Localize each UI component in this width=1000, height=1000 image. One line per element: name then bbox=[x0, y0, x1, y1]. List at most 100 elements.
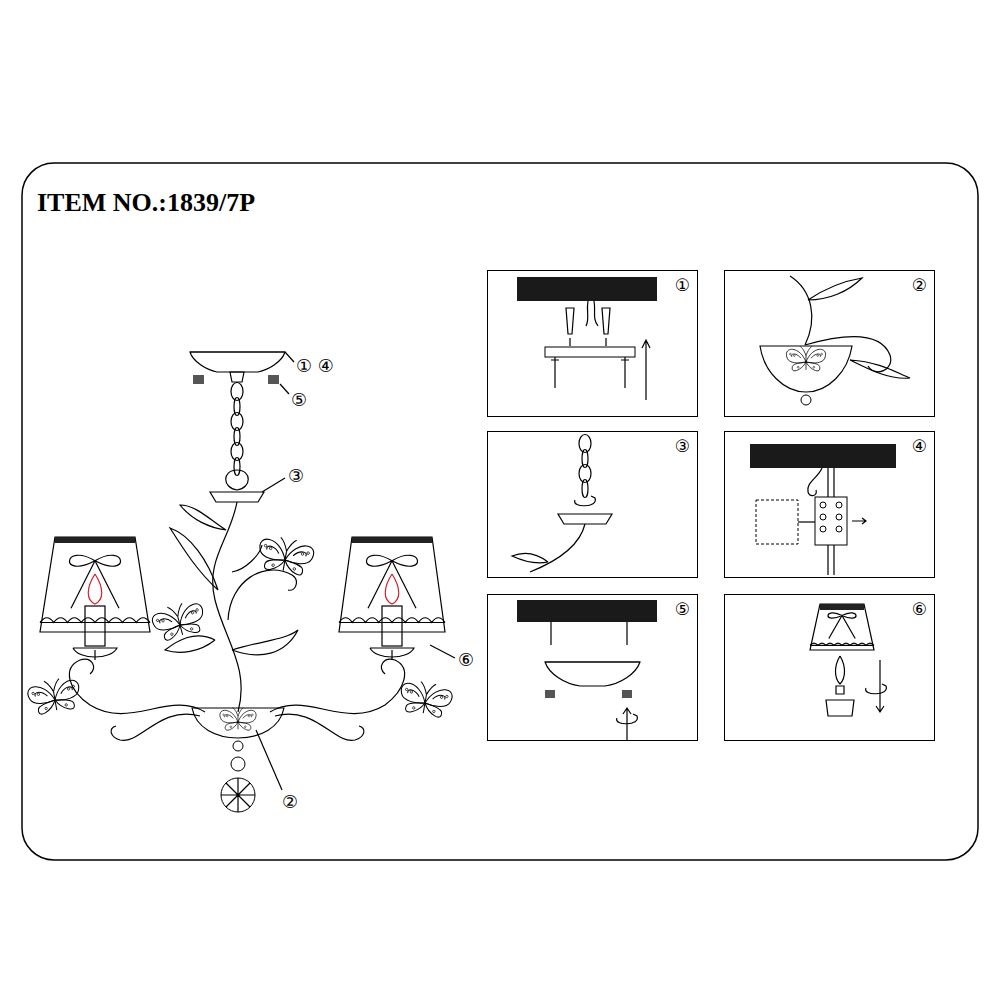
drawing-line bbox=[238, 716, 239, 729]
bead bbox=[233, 741, 243, 751]
outer-frame bbox=[22, 163, 978, 860]
drawing-line bbox=[178, 617, 183, 635]
step-number: ② bbox=[912, 276, 927, 295]
step-panel: ② bbox=[724, 270, 935, 417]
leaf bbox=[512, 554, 548, 563]
wing-dot bbox=[248, 715, 250, 717]
wing-dot bbox=[264, 544, 267, 547]
screwdriver bbox=[852, 518, 866, 524]
step-number: ④ bbox=[912, 437, 927, 456]
drawing-line bbox=[806, 356, 807, 370]
bulb bbox=[385, 574, 399, 604]
drawing-line bbox=[180, 620, 201, 636]
wing-dot bbox=[307, 552, 310, 555]
junction-box bbox=[756, 500, 798, 544]
nut bbox=[545, 690, 555, 698]
stem bbox=[213, 502, 242, 712]
terminal-screw bbox=[820, 514, 826, 520]
canopy bbox=[545, 662, 640, 686]
wing-dot bbox=[196, 608, 199, 611]
bow bbox=[95, 555, 121, 566]
wing-dot bbox=[793, 355, 795, 357]
bow bbox=[828, 613, 842, 618]
shade-band bbox=[820, 604, 864, 610]
wing-dot bbox=[32, 692, 35, 695]
cup bbox=[210, 492, 264, 502]
wing-dot bbox=[252, 714, 254, 716]
nut bbox=[193, 375, 204, 384]
wing-pattern bbox=[35, 686, 73, 698]
leader-line bbox=[256, 730, 282, 790]
butterfly bbox=[256, 534, 315, 577]
leaf bbox=[232, 630, 298, 655]
up-arrow bbox=[623, 708, 631, 740]
wing-dot bbox=[412, 707, 415, 710]
chandelier bbox=[26, 352, 455, 812]
drawing-line bbox=[419, 682, 436, 696]
ceiling bbox=[517, 600, 657, 622]
callout-number: ⑥ bbox=[458, 650, 474, 670]
wing-pattern bbox=[225, 715, 252, 719]
wing-dot bbox=[301, 552, 304, 555]
candle-sleeve bbox=[382, 606, 402, 646]
wing-dot bbox=[440, 696, 443, 699]
terminal-screw bbox=[820, 526, 826, 532]
step-panel: ③ bbox=[487, 431, 698, 578]
bracket bbox=[545, 347, 635, 357]
stem bbox=[790, 276, 812, 345]
wire bbox=[586, 301, 598, 326]
bow bbox=[842, 613, 856, 618]
terminal-block bbox=[815, 497, 847, 545]
chain-link bbox=[234, 458, 240, 476]
leader-line bbox=[285, 352, 294, 362]
wing-dot bbox=[432, 710, 435, 713]
shade-band bbox=[55, 537, 135, 543]
wing-dot bbox=[37, 693, 40, 696]
shade-band bbox=[352, 537, 432, 543]
butterfly bbox=[398, 678, 454, 718]
rotate-arrow bbox=[866, 684, 887, 694]
bead bbox=[801, 395, 811, 405]
wing-pattern bbox=[407, 689, 445, 701]
wing-dot bbox=[223, 714, 225, 716]
screw bbox=[570, 338, 606, 346]
bow bbox=[69, 555, 95, 566]
terminal-screw bbox=[836, 502, 842, 508]
wing-dot bbox=[67, 688, 70, 691]
step-four-figure bbox=[750, 444, 896, 575]
wing-pattern bbox=[792, 354, 821, 358]
canopy-rim bbox=[545, 661, 640, 662]
leader-line bbox=[430, 645, 455, 658]
wing-dot bbox=[269, 547, 272, 550]
drawing-line bbox=[54, 692, 57, 710]
wing-pattern bbox=[159, 610, 197, 625]
leader-line bbox=[280, 384, 289, 394]
lamp-shade bbox=[339, 537, 445, 632]
butterfly bbox=[26, 675, 82, 715]
arm-leaf bbox=[275, 714, 364, 740]
crystal-facets bbox=[221, 778, 255, 812]
leaf bbox=[170, 528, 218, 590]
drawing-line bbox=[37, 700, 57, 715]
terminal-screw bbox=[820, 502, 826, 508]
butterfly bbox=[786, 346, 825, 370]
bolt bbox=[551, 622, 627, 645]
curl bbox=[228, 570, 296, 620]
step-number: ① bbox=[675, 276, 690, 295]
drawing-line bbox=[238, 722, 251, 730]
wing-pattern bbox=[266, 546, 306, 559]
item-number-title: ITEM NO.:1839/7P bbox=[37, 188, 255, 218]
bulb-base bbox=[836, 686, 844, 694]
wing-dot bbox=[789, 353, 791, 355]
wing-dot bbox=[156, 619, 159, 622]
bow-ribbon bbox=[71, 561, 119, 609]
drawing-line bbox=[233, 708, 244, 716]
drawing-line bbox=[423, 703, 443, 718]
crystal-ball bbox=[221, 778, 255, 812]
wing-dot bbox=[230, 726, 232, 728]
canopy-neck bbox=[230, 372, 244, 382]
drawing-line bbox=[405, 700, 425, 715]
candle-cup bbox=[73, 648, 117, 657]
ceiling bbox=[517, 277, 657, 301]
